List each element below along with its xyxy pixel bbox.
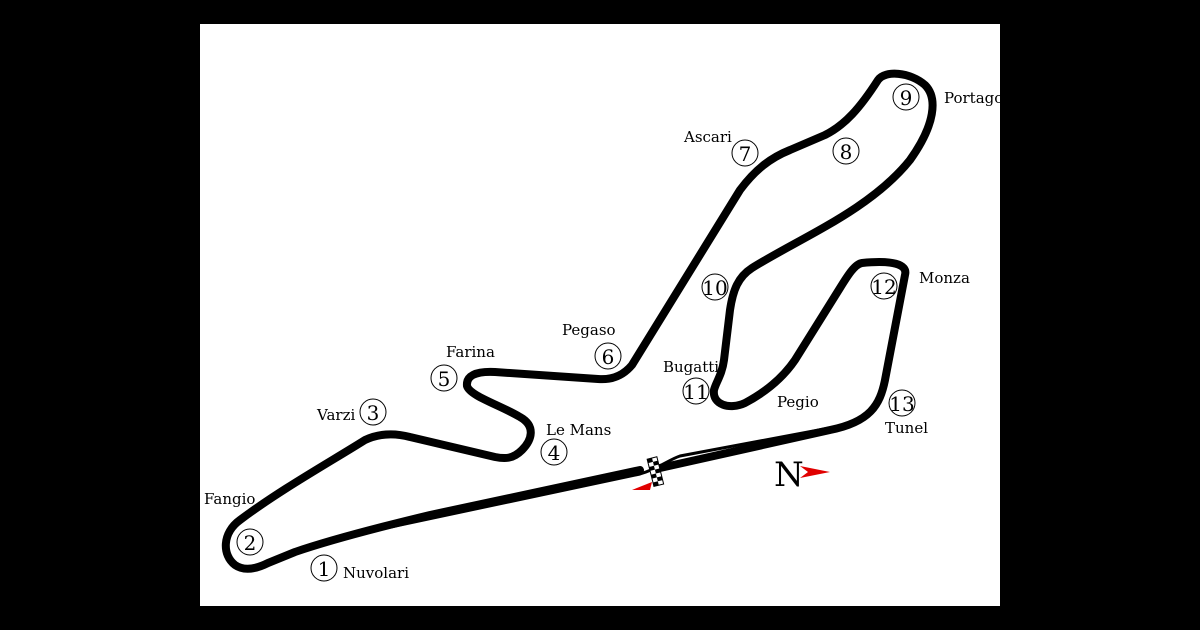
corner-4: 4 Le Mans <box>540 421 611 466</box>
corner-10: 10 <box>701 273 729 301</box>
corner-number: 13 <box>889 392 914 416</box>
corner-12: 12 Monza <box>870 269 970 300</box>
corner-number: 10 <box>702 276 727 300</box>
corner-name: Nuvolari <box>343 564 409 582</box>
corner-name: Pegaso <box>562 321 616 339</box>
corner-number: 5 <box>438 367 451 391</box>
pit-lane <box>319 424 841 544</box>
corner-2: 2 Fangio <box>204 490 264 556</box>
corner-6: 6 Pegaso <box>562 321 622 370</box>
corner-13: 13 Tunel <box>885 389 928 437</box>
corner-name: Bugatti <box>663 358 719 376</box>
corner-7: 7 Ascari <box>683 128 759 167</box>
track-outline <box>221 69 937 573</box>
corner-name: Ascari <box>683 128 732 146</box>
corner-name: Tunel <box>885 419 928 437</box>
corner-number: 2 <box>244 531 257 555</box>
corner-8: 8 <box>832 137 860 165</box>
corner-number: 9 <box>900 86 913 110</box>
compass-letter: N <box>774 455 804 495</box>
corner-11: 11 Bugatti <box>663 358 719 405</box>
corner-number: 12 <box>871 275 896 299</box>
north-arrow-icon <box>800 466 830 478</box>
start-finish-line <box>646 456 665 487</box>
corner-9: 9 Portago <box>892 83 1003 111</box>
corner-number: 3 <box>367 401 380 425</box>
corner-1: 1 Nuvolari <box>310 554 409 582</box>
corner-number: 4 <box>548 441 561 465</box>
corner-name: Fangio <box>204 490 255 508</box>
corner-number: 1 <box>318 557 331 581</box>
corner-3: 3 Varzi <box>316 398 387 426</box>
corner-name: Farina <box>446 343 495 361</box>
corner-number: 6 <box>602 345 615 369</box>
corner-name: Varzi <box>316 406 355 424</box>
corner-number: 11 <box>683 380 708 404</box>
map-panel <box>200 24 1000 606</box>
direction-arrow-icon <box>632 482 652 490</box>
corner-number: 7 <box>739 142 752 166</box>
corner-number: 8 <box>840 140 853 164</box>
corner-name: Portago <box>944 89 1003 107</box>
corner-5: 5 Farina <box>430 343 495 392</box>
corner-name: Monza <box>919 269 970 287</box>
pegio-label: Pegio <box>777 393 819 411</box>
corner-name: Le Mans <box>546 421 611 439</box>
